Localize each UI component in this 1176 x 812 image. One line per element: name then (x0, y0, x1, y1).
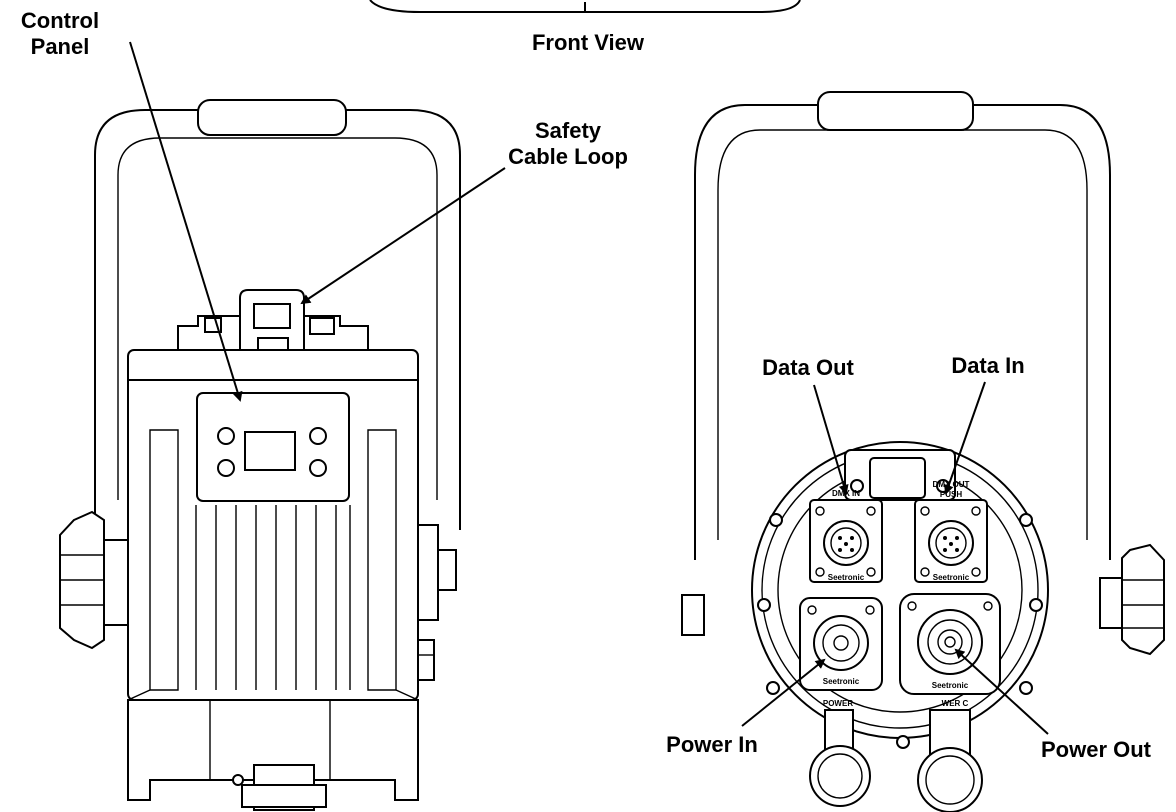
panel-button-1 (217, 427, 235, 445)
page-title: Front View (532, 30, 645, 55)
label-control: Control (21, 8, 99, 33)
power-out-gland (917, 747, 983, 812)
right-knob (1121, 543, 1165, 656)
label-data-out: Data Out (762, 355, 854, 380)
control-panel-display (244, 431, 296, 471)
label-cable-loop: Cable Loop (508, 144, 628, 169)
left-yoke-handle (197, 99, 347, 136)
right-labels: Data Out Data In Power In Power Out (666, 353, 1152, 762)
label-power-in: Power In (666, 732, 758, 757)
left-fixture (59, 99, 461, 811)
label-data-in: Data In (951, 353, 1024, 378)
top-view-fragment (369, 0, 801, 13)
right-yoke-handle (817, 91, 974, 131)
brand-marking-3: Seetronic (823, 677, 860, 686)
brand-marking-2: Seetronic (933, 573, 970, 582)
power-in-gland (809, 745, 871, 807)
brand-marking-4: Seetronic (932, 681, 969, 690)
data-in-leader (943, 381, 986, 495)
panel-button-4 (309, 459, 327, 477)
heatsink-fins (195, 505, 351, 690)
label-panel: Panel (31, 34, 90, 59)
push-marking: PUSH (940, 490, 962, 499)
brand-marking-1: Seetronic (828, 573, 865, 582)
power-left-marking: POWER (823, 699, 853, 708)
data-out-leader (813, 384, 849, 495)
power-right-marking: WER C (942, 699, 969, 708)
panel-button-3 (217, 459, 235, 477)
right-fixture: DMX IN Seetronic DMX OUT PUSH Seetronic … (681, 91, 1165, 812)
control-panel-leader (129, 41, 243, 402)
power-in-leader (741, 658, 826, 727)
safety-cable-leader (300, 167, 506, 305)
label-power-out: Power Out (1041, 737, 1152, 762)
left-labels: Control Panel Safety Cable Loop (21, 8, 628, 402)
power-out-leader (954, 648, 1049, 735)
label-safety: Safety (535, 118, 602, 143)
panel-button-2 (309, 427, 327, 445)
left-base (127, 699, 419, 801)
